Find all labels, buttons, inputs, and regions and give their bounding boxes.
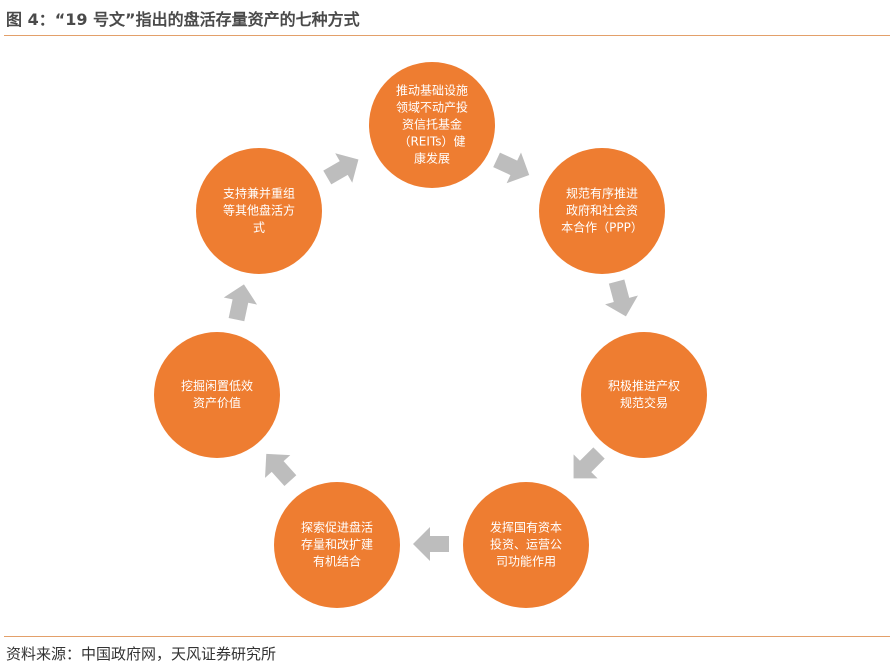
method-node-circle <box>369 62 495 188</box>
cycle-arrow-icon <box>605 279 638 317</box>
figure-title: 图 4：“19 号文”指出的盘活存量资产的七种方式 <box>6 10 360 29</box>
method-node-circle <box>274 482 400 608</box>
method-node-circle <box>463 482 589 608</box>
method-node-circle <box>154 332 280 458</box>
method-node-label: 本合作（PPP） <box>561 220 643 235</box>
method-node-label: 探索促进盘活 <box>301 520 373 535</box>
cycle-arrow-icon <box>265 453 297 486</box>
method-node-label: 式 <box>253 221 265 235</box>
cycle-arrow-icon <box>413 527 449 561</box>
method-node-label: 发挥国有资本 <box>490 520 562 535</box>
method-node-label: 规范有序推进 <box>566 186 638 201</box>
cycle-arrow-icon <box>493 152 530 184</box>
source-note: 资料来源：中国政府网，天风证券研究所 <box>6 645 277 663</box>
method-node-label: 存量和改扩建 <box>301 538 373 552</box>
method-node-label: 等其他盘活方 <box>223 203 295 218</box>
method-node-circle <box>539 148 665 274</box>
cycle-arrow-icon <box>323 153 359 185</box>
top-divider <box>4 35 890 36</box>
method-node-label: 康发展 <box>414 151 450 166</box>
cycle-arrow-icon <box>223 284 258 322</box>
method-node-label: 推动基础设施 <box>396 84 468 98</box>
method-node-label: 领域不动产投 <box>396 100 468 115</box>
method-node-label: 资信托基金 <box>402 117 462 132</box>
method-node-circle <box>196 148 322 274</box>
cycle-arrow-icon <box>573 447 605 479</box>
method-node-label: 司功能作用 <box>496 555 556 569</box>
method-node-label: 政府和社会资 <box>566 203 638 218</box>
method-node-label: （REITs）健 <box>398 135 465 149</box>
bottom-divider <box>4 636 890 637</box>
method-node-label: 挖掘闲置低效 <box>181 378 253 393</box>
method-node-label: 支持兼并重组 <box>223 186 295 201</box>
method-node-label: 资产价值 <box>193 395 241 410</box>
method-node-label: 积极推进产权 <box>608 379 680 393</box>
method-node-circle <box>581 332 707 458</box>
method-node-label: 投资、运营公 <box>490 537 562 552</box>
method-node-label: 规范交易 <box>620 395 668 410</box>
method-node-label: 有机结合 <box>313 554 361 569</box>
